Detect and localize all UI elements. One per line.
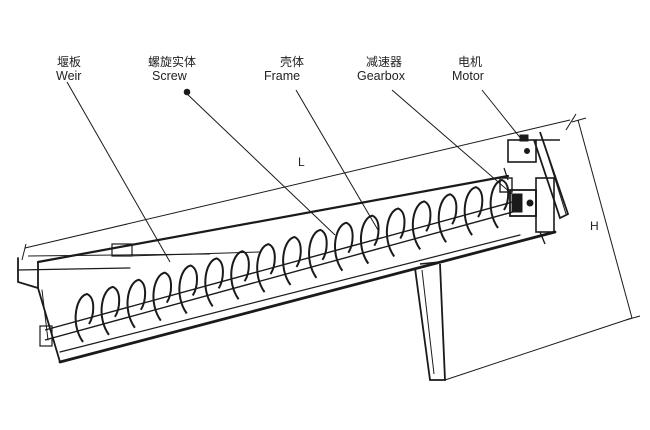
conveyor-trough bbox=[17, 174, 557, 364]
screw-label-zh: 螺旋实体 bbox=[148, 54, 196, 69]
screw-leader-dot bbox=[183, 88, 191, 96]
screw-shaft bbox=[39, 199, 521, 347]
screw-label: 螺旋实体 Screw bbox=[148, 54, 196, 83]
support-leg bbox=[414, 261, 446, 381]
frame-label: 壳体 Frame bbox=[264, 55, 304, 83]
weir-label-zh: 堰板 bbox=[57, 55, 81, 69]
screw-flight bbox=[463, 186, 484, 236]
callout-labels: 堰板 Weir 螺旋实体 Screw 壳体 Frame 减速器 Gearbox … bbox=[56, 54, 484, 83]
weir-plate bbox=[27, 251, 261, 257]
gearbox-assembly bbox=[499, 167, 555, 245]
motor-label: 电机 Motor bbox=[452, 55, 484, 83]
frame-label-en: Frame bbox=[264, 69, 300, 83]
screw-flight bbox=[256, 243, 276, 293]
screw-flight bbox=[74, 292, 95, 343]
gearbox-label-zh: 减速器 bbox=[366, 55, 402, 69]
screw-flight bbox=[152, 271, 173, 322]
gearbox-leader bbox=[391, 89, 513, 195]
motor-label-zh: 电机 bbox=[458, 55, 482, 69]
screw-flight bbox=[230, 250, 250, 300]
weir-leader bbox=[66, 81, 171, 263]
screw-flight bbox=[308, 228, 328, 279]
leader-lines bbox=[66, 81, 523, 263]
motor-leader bbox=[481, 89, 523, 141]
frame-label-zh: 壳体 bbox=[280, 55, 304, 69]
weir-label-en: Weir bbox=[56, 69, 81, 83]
screw-flight bbox=[178, 264, 198, 315]
dimension-height-label: H bbox=[590, 219, 599, 233]
screw-flight bbox=[126, 278, 147, 329]
gearbox-label: 减速器 Gearbox bbox=[357, 55, 406, 83]
dimension-height bbox=[444, 117, 641, 381]
screw-flights bbox=[74, 178, 510, 343]
dimension-length bbox=[21, 113, 577, 261]
screw-flight bbox=[204, 257, 224, 307]
weir-label: 堰板 Weir bbox=[56, 55, 81, 83]
screw-flight bbox=[385, 207, 406, 258]
screw-flight bbox=[282, 235, 302, 286]
screw-flight bbox=[359, 214, 380, 265]
screw-flight bbox=[437, 193, 458, 243]
screw-flight bbox=[334, 221, 354, 272]
motor-label-en: Motor bbox=[452, 69, 484, 83]
screw-flight bbox=[100, 285, 121, 336]
dimension-length-label: L bbox=[298, 155, 305, 169]
frame-leader bbox=[295, 89, 379, 231]
screw-flight bbox=[411, 200, 432, 250]
screw-label-en: Screw bbox=[152, 69, 188, 83]
screw-flight bbox=[489, 178, 510, 229]
gearbox-label-en: Gearbox bbox=[357, 69, 406, 83]
screw-leader bbox=[184, 91, 336, 236]
